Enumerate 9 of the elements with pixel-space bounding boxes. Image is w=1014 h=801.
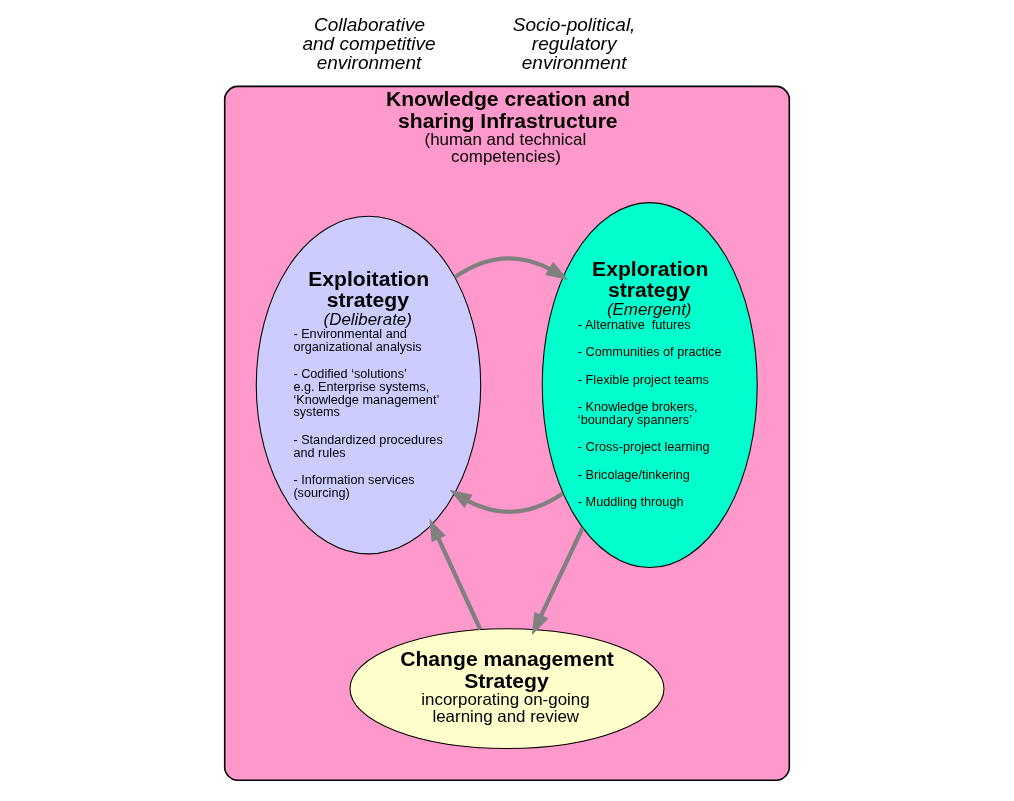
arrow (453, 256, 569, 281)
arrow (449, 489, 564, 514)
label: Collaborative and competitive environment (302, 13, 436, 73)
label: Socio-political, regulatory environment (512, 13, 636, 73)
node-ellipse: Change management Strategy incorporating on-going learning and review (349, 628, 665, 750)
node-ellipse: Exploration strategy (Emergent) - Alternative futures - Communities of practice - Flexible project teams - Knowledge brokers, ‘boundary spanners’ - Cross-project learning - Bricolage/tinkering - Muddling through (541, 202, 758, 569)
node-ellipse: Exploitation strategy (Deliberate) - Environmental and organizational analysis - Codified ‘solutions’ e.g. Enterprise systems, ‘Knowledge management’ systems - Standardized procedures and rules - Information services (sourcing) (255, 215, 482, 555)
arrow (429, 518, 483, 631)
arrow (531, 527, 585, 636)
